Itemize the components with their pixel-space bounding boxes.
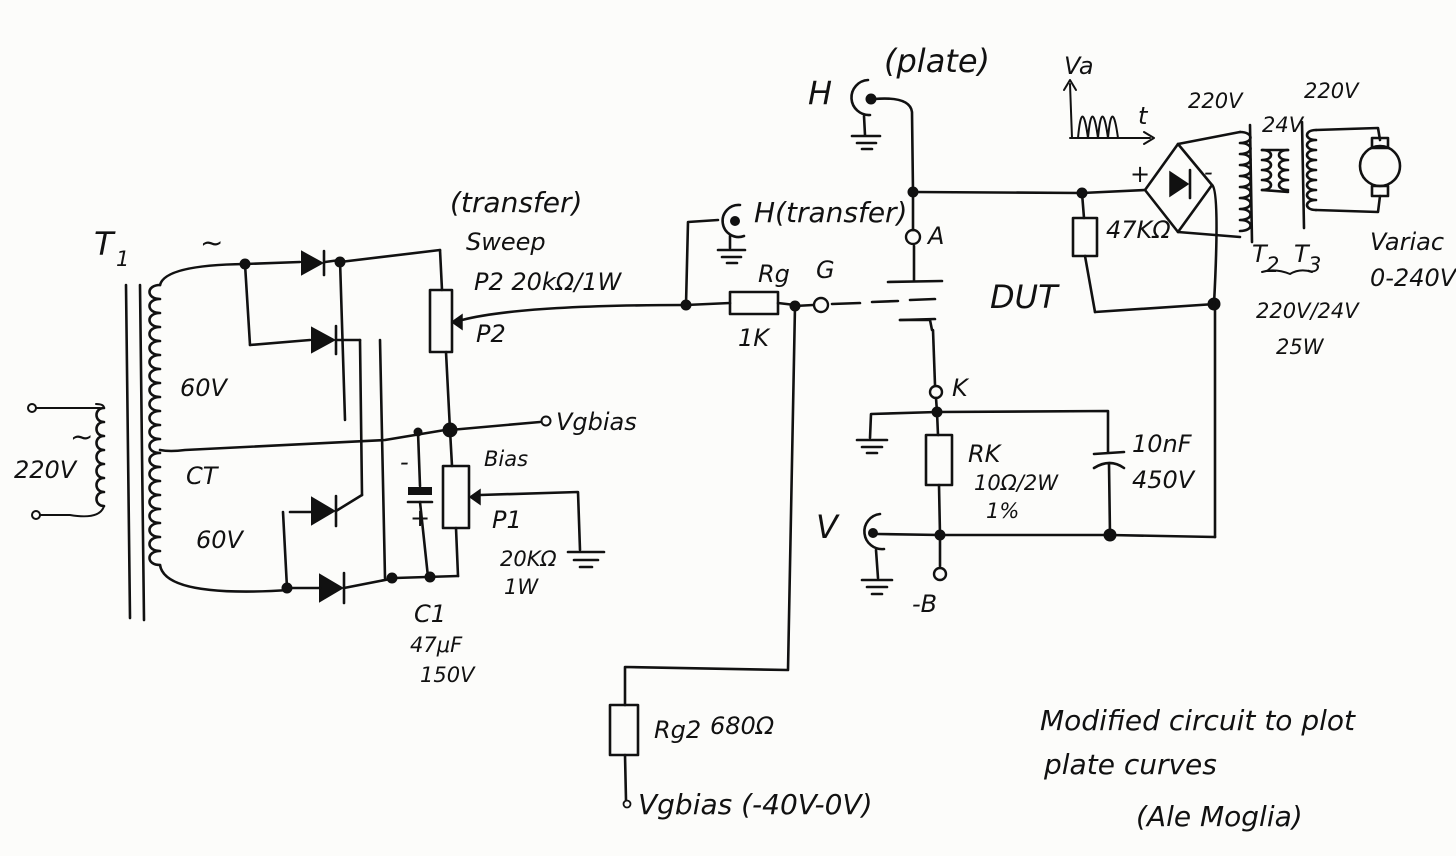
label-sec-bottom: 60V <box>196 526 245 554</box>
label-ct: CT <box>186 462 220 490</box>
cathode-network <box>855 302 1217 596</box>
potentiometer-p2 <box>428 248 688 432</box>
label-cap-v: 450V <box>1132 466 1196 494</box>
label-p1-spec2: 1W <box>504 575 539 599</box>
label-t2: T <box>1252 240 1269 268</box>
text-labels: T 1 ~ ~ 220V 60V CT 60V (transfer) Sweep… <box>14 42 1456 833</box>
label-cap: 10nF <box>1132 430 1193 458</box>
label-c1-minus: - <box>400 448 409 476</box>
label-h-plate: H <box>808 74 832 112</box>
label-vgbias-out: Vgbias <box>556 408 637 436</box>
label-t2-sub: 2 <box>1266 253 1279 277</box>
label-rg2: Rg2 <box>654 716 701 744</box>
label-c1-spec2: 150V <box>420 663 476 687</box>
label-p1: P1 <box>492 506 522 534</box>
label-t3-sec: 220V <box>1304 79 1360 103</box>
label-g: G <box>816 256 835 284</box>
label-rg-value: 1K <box>738 324 771 352</box>
label-a: A <box>926 222 944 250</box>
label-c1: C1 <box>414 600 446 628</box>
label-rk-tol: 1% <box>986 499 1019 523</box>
plate-bnc <box>850 78 1084 198</box>
label-plus: + <box>1130 160 1150 188</box>
label-rk-spec: 10Ω/2W <box>974 471 1059 495</box>
rectifier-bridge <box>239 248 460 605</box>
label-minus-b: -B <box>912 590 937 618</box>
label-dut: DUT <box>990 278 1060 316</box>
label-c1-plus: + <box>410 504 430 532</box>
label-47k: 47KΩ <box>1106 216 1171 244</box>
label-variac-range: 0-240V <box>1370 264 1456 292</box>
label-author: (Ale Moglia) <box>1136 800 1303 833</box>
plate-supply <box>1071 120 1402 314</box>
label-rg: Rg <box>758 260 790 288</box>
label-minus: - <box>1204 158 1213 186</box>
label-p2-spec: P2 20kΩ/1W <box>474 268 623 296</box>
label-t2-sec: 24V <box>1262 113 1305 137</box>
label-sec-top: 60V <box>180 374 229 402</box>
label-mains: 220V <box>14 456 78 484</box>
label-t23-spec1: 220V/24V <box>1256 299 1360 323</box>
label-p1-spec1: 20KΩ <box>500 547 557 571</box>
label-rk: RK <box>968 440 1003 468</box>
label-t-axis: t <box>1138 102 1149 130</box>
label-rg2-value: 680Ω <box>710 712 775 740</box>
capacitor-c1 <box>406 430 434 579</box>
label-sec-tilde: ~ <box>200 226 223 259</box>
label-bias: Bias <box>484 447 528 471</box>
potentiometer-p1 <box>441 415 606 578</box>
label-note-line2: plate curves <box>1043 748 1217 781</box>
label-t2-pri: 220V <box>1188 89 1244 113</box>
label-t1: T <box>94 225 116 263</box>
label-c1-spec1: 47μF <box>410 633 463 657</box>
label-t3: T <box>1294 240 1311 268</box>
label-h-transfer: H(transfer) <box>754 196 907 229</box>
label-t3-sub: 3 <box>1308 253 1321 277</box>
grid-input-network <box>608 203 830 809</box>
label-variac: Variac <box>1370 228 1444 256</box>
label-mains-tilde: ~ <box>70 420 93 453</box>
label-k: K <box>952 374 970 402</box>
transformer-t1 <box>27 262 447 622</box>
label-note-line1: Modified circuit to plot <box>1040 704 1356 737</box>
label-va: Va <box>1064 52 1094 80</box>
label-sweep: Sweep <box>466 228 546 256</box>
va-waveform <box>1063 79 1155 145</box>
label-t1-sub: 1 <box>116 247 129 271</box>
label-vgbias-in: Vgbias (-40V-0V) <box>638 788 873 821</box>
label-transfer-note: (transfer) <box>450 186 582 219</box>
label-p2: P2 <box>476 320 506 348</box>
label-plate: (plate) <box>884 42 990 80</box>
label-v: V <box>816 508 840 546</box>
label-t23-spec2: 25W <box>1276 335 1325 359</box>
